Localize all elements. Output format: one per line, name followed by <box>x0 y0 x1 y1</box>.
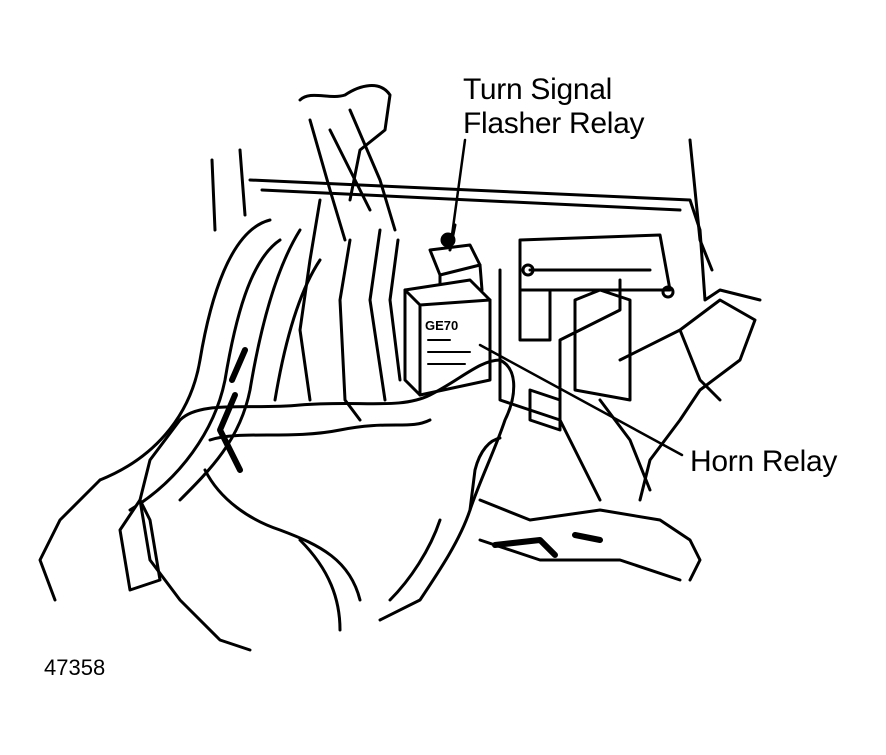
hand <box>138 358 516 652</box>
flasher-label-line-1: Turn Signal <box>463 73 612 106</box>
lower-harness <box>478 298 757 582</box>
turn-signal-flasher-relay-label: Turn Signal Flasher Relay <box>463 73 644 141</box>
horn-relay-label: Horn Relay <box>690 445 838 478</box>
horn-relay: GE70 <box>403 278 492 397</box>
leader-lines <box>450 138 684 457</box>
flasher-label-line-2: Flasher Relay <box>463 107 645 140</box>
flasher-relay <box>428 223 484 302</box>
flasher-leader-line <box>450 138 467 237</box>
figure-number: 47358 <box>44 655 106 680</box>
dash-panel <box>210 138 762 302</box>
relay-bracket <box>498 268 632 432</box>
horn-leader-line <box>478 343 684 457</box>
relay-stamp: GE70 <box>425 318 458 333</box>
wiring-harness <box>38 84 402 602</box>
